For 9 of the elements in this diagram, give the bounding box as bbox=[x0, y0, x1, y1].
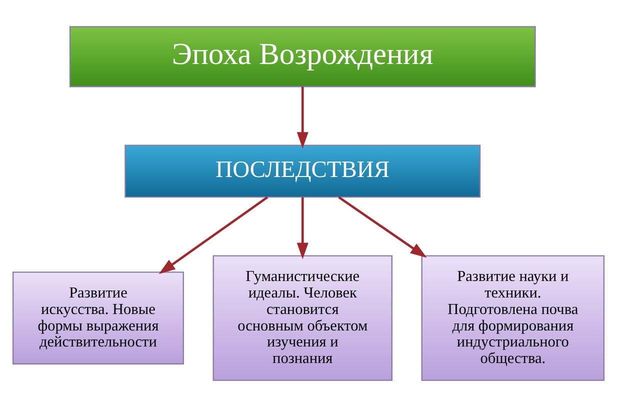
arrow bbox=[296, 86, 308, 149]
node-box: Гуманистические идеалы. Человек становится основным объектом изучения и познания bbox=[212, 255, 392, 381]
arrow bbox=[338, 196, 427, 258]
node-box: Развитие науки и техники. Подготовлена почва для формирования индустриального общества. bbox=[421, 255, 605, 381]
node-box: Эпоха Возрождения bbox=[69, 26, 536, 88]
arrow bbox=[158, 196, 268, 274]
arrow bbox=[296, 197, 308, 260]
node-box: Развитие искусства. Новые формы выражения действительности bbox=[12, 272, 184, 364]
node-box: ПОСЛЕДСТВИЯ bbox=[124, 144, 481, 198]
